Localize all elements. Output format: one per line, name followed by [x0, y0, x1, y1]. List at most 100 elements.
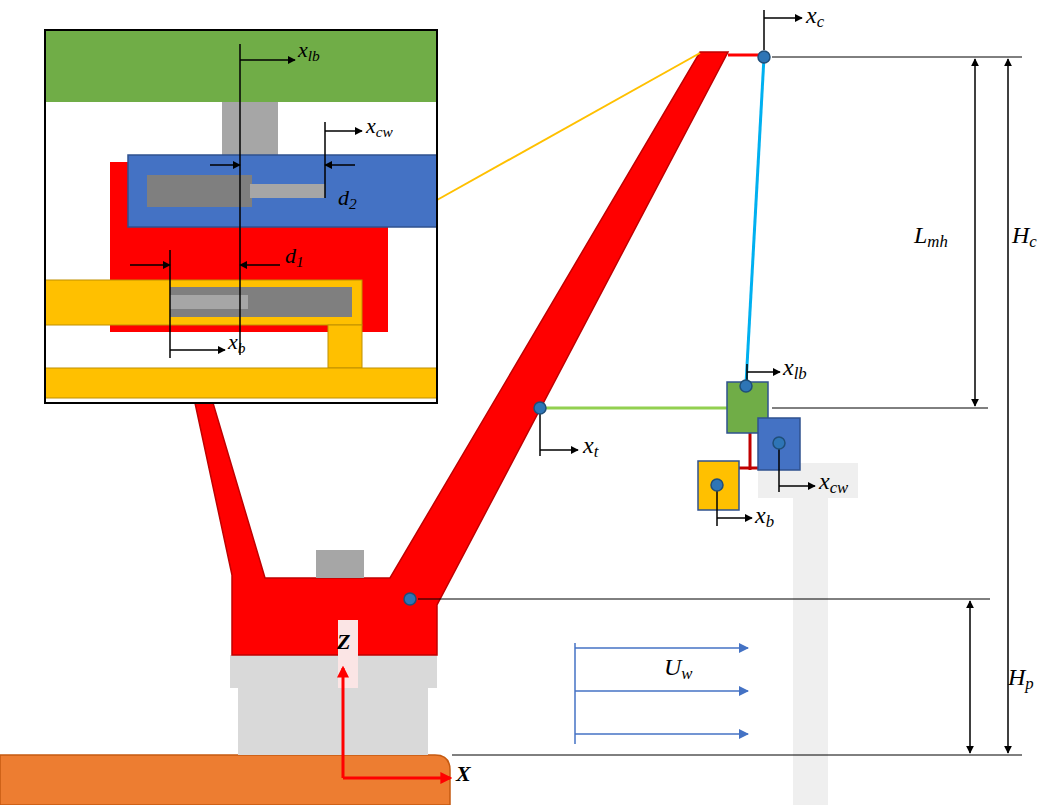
symbol-label: Lmh: [914, 222, 948, 252]
symbol-label: d2: [338, 186, 357, 213]
symbol-base: L: [914, 222, 927, 248]
inset-frame-ground: [45, 30, 437, 403]
symbol-base: Z: [337, 629, 350, 654]
axis-label: Z: [337, 630, 350, 654]
axis-label-ground: [338, 620, 358, 688]
inset-leader: [437, 53, 700, 200]
symbol-base: x: [755, 502, 766, 528]
symbol-subscript: p: [1025, 674, 1033, 693]
inset-post: [222, 102, 278, 155]
extension-line: [772, 408, 988, 409]
symbol-label: xlb: [783, 354, 807, 384]
rigging-link: [749, 433, 752, 470]
symbol-label: Hc: [1012, 222, 1037, 252]
symbol-base: H: [1012, 222, 1029, 248]
symbol-base: U: [664, 654, 681, 680]
extension-line: [452, 755, 1022, 756]
reference-point: [534, 402, 546, 414]
symbol-label: d1: [285, 244, 304, 271]
tugger-line: [540, 407, 727, 410]
extension-line: [418, 599, 990, 600]
blade: [698, 461, 739, 510]
dimension-arrow: [325, 164, 355, 166]
inset-blade-yoke: [45, 280, 362, 325]
symbol-subscript: mh: [927, 232, 948, 251]
crane-cabin: [316, 550, 364, 578]
coordinate-tick: [763, 10, 765, 50]
dimension-arrow: [240, 264, 280, 266]
symbol-subscript: 2: [349, 195, 357, 212]
symbol-base: x: [783, 354, 794, 380]
coordinate-tick: [324, 122, 326, 198]
reference-point: [758, 51, 770, 63]
cylinder: [147, 175, 252, 207]
symbol-base: X: [456, 761, 471, 786]
symbol-label: xb: [755, 502, 774, 532]
symbol-subscript: t: [594, 442, 599, 461]
dimension-arrow: [210, 164, 240, 166]
wind-profile: [575, 643, 748, 744]
symbol-label: xlb: [298, 38, 320, 65]
reference-point: [740, 380, 752, 392]
reference-point: [711, 479, 723, 491]
coordinate-arrow: [779, 485, 815, 487]
symbol-label: xb: [228, 330, 245, 357]
monopile: [793, 463, 828, 805]
symbol-subscript: lb: [794, 364, 807, 383]
symbol-subscript: w: [681, 664, 692, 683]
symbol-subscript: 1: [296, 253, 304, 270]
pedestal-top: [230, 655, 437, 688]
symbol-subscript: b: [766, 512, 774, 531]
inset-blade-post: [328, 325, 362, 368]
reference-points: [404, 51, 785, 605]
reference-point: [773, 437, 785, 449]
dimension-arrow: [974, 59, 976, 406]
axis-label: X: [456, 762, 471, 786]
wind-arrow: [575, 647, 748, 649]
coordinate-tick: [169, 250, 171, 358]
x-axis: [343, 777, 450, 780]
extension-line: [772, 57, 1022, 58]
symbol-subscript: c: [817, 12, 824, 31]
wind-arrow: [575, 733, 748, 735]
rigging-link: [739, 467, 758, 470]
symbol-base: x: [366, 113, 376, 138]
z-axis: [342, 668, 345, 778]
coordinate-arrow: [764, 17, 802, 19]
reference-line: [239, 44, 241, 355]
inset-lifting-block: [45, 30, 437, 102]
inset-border: [45, 30, 437, 403]
coordinate-arrow: [717, 517, 752, 519]
symbol-subscript: b: [238, 339, 246, 356]
symbol-base: x: [583, 432, 594, 458]
inset-marks: [130, 44, 362, 358]
coordinate-arrow: [325, 130, 362, 132]
wind-arrow: [575, 690, 748, 692]
symbol-base: x: [298, 37, 308, 62]
coordinate-marks: [540, 10, 815, 526]
coordinate-arrow: [540, 449, 578, 451]
pedestal: [238, 686, 428, 755]
hoist-wire: [746, 57, 764, 384]
dimension-arrow: [130, 264, 170, 266]
symbol-base: d: [338, 185, 349, 210]
dimension-arrow: [969, 601, 971, 753]
symbol-base: d: [285, 243, 296, 268]
coordinate-arrow: [240, 59, 295, 61]
wind-baseline: [574, 643, 576, 744]
symbol-label: xt: [583, 432, 598, 462]
vessel-deck: [0, 755, 450, 805]
symbol-base: H: [1008, 664, 1025, 690]
coordinate-arrow: [170, 349, 225, 351]
inset-blade: [45, 368, 437, 398]
reference-point: [404, 593, 416, 605]
symbol-base: x: [228, 329, 238, 354]
symbol-label: Uw: [664, 654, 693, 684]
symbol-base: x: [819, 468, 830, 494]
coordinate-tick: [716, 491, 718, 526]
symbol-label: xc: [806, 2, 824, 32]
symbol-subscript: cw: [376, 123, 393, 140]
cylinder: [170, 287, 352, 317]
